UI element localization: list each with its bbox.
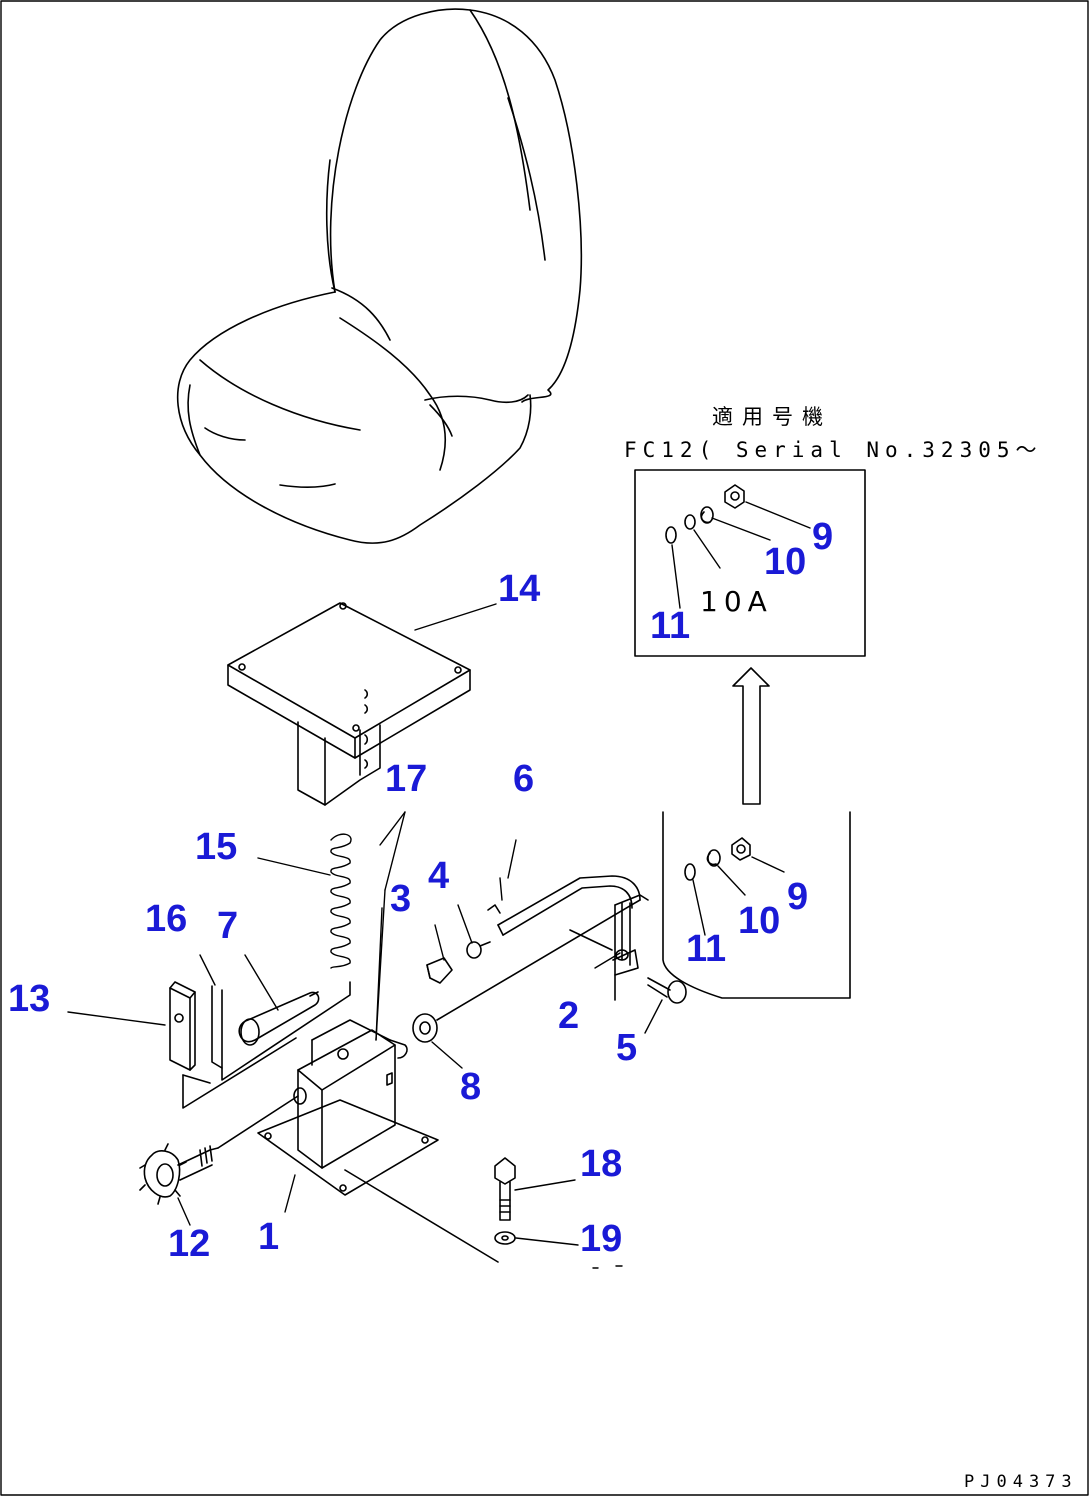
drawing-code: PJ04373 bbox=[964, 1472, 1078, 1492]
adjust-knob bbox=[139, 1095, 299, 1205]
leader-lines bbox=[67, 501, 811, 1246]
frame-lines bbox=[662, 811, 851, 999]
nut-group-main bbox=[684, 837, 751, 881]
callout-17: 17 bbox=[385, 758, 428, 800]
callout-16: 16 bbox=[145, 898, 188, 940]
suspension-body bbox=[257, 1019, 439, 1196]
washer-19 bbox=[494, 1231, 516, 1245]
inset-sub-label: 10A bbox=[700, 585, 773, 618]
callout-5: 5 bbox=[616, 1027, 638, 1069]
callout-7: 7 bbox=[217, 905, 239, 947]
inset-callout-9: 9 bbox=[812, 516, 834, 558]
washer-8 bbox=[412, 1013, 438, 1043]
inset-callout-11: 11 bbox=[650, 605, 691, 647]
callout-11: 11 bbox=[686, 928, 727, 970]
callout-2: 2 bbox=[558, 995, 580, 1037]
callout-4: 4 bbox=[428, 855, 450, 897]
arrow-up bbox=[732, 667, 770, 805]
callout-8: 8 bbox=[460, 1066, 482, 1108]
callout-1: 1 bbox=[258, 1216, 280, 1258]
callout-6: 6 bbox=[513, 758, 535, 800]
inset-box bbox=[634, 469, 866, 657]
callout-9: 9 bbox=[787, 876, 809, 918]
callout-12: 12 bbox=[168, 1223, 211, 1265]
inset-callout-10: 10 bbox=[764, 541, 807, 583]
inset-serial: FC12( Serial No.32305〜 bbox=[624, 438, 1043, 462]
lever-arm bbox=[487, 875, 649, 1001]
small-parts bbox=[426, 941, 491, 984]
seat-outline bbox=[176, 8, 583, 544]
callout-18: 18 bbox=[580, 1143, 623, 1185]
callout-3: 3 bbox=[390, 878, 412, 920]
callout-14: 14 bbox=[498, 568, 541, 610]
spring bbox=[330, 833, 352, 969]
guide-line-c bbox=[344, 1169, 499, 1263]
slide-rails bbox=[169, 981, 351, 1109]
bolt-5 bbox=[647, 977, 687, 1004]
callout-15: 15 bbox=[195, 826, 238, 868]
seat-base-plate bbox=[227, 602, 471, 806]
callout-13: 13 bbox=[8, 978, 51, 1020]
inset-title: 適用号機 bbox=[712, 405, 832, 429]
guide-line-a bbox=[569, 929, 613, 951]
bolt-18 bbox=[494, 1157, 516, 1221]
callout-19: 19 bbox=[580, 1218, 623, 1260]
lock-bar bbox=[238, 991, 320, 1046]
callout-10: 10 bbox=[738, 900, 781, 942]
guide-line-b bbox=[436, 899, 641, 1021]
